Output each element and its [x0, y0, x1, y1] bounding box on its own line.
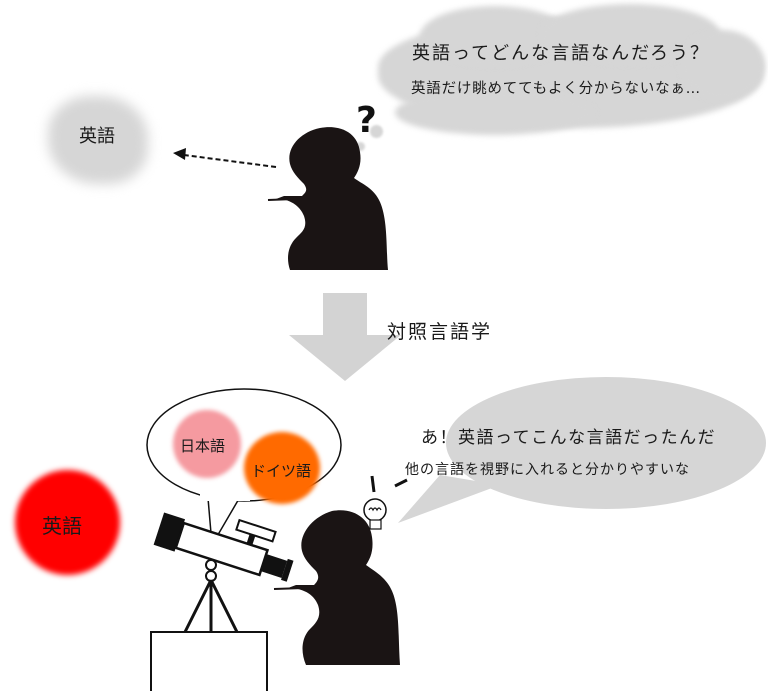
- dashed-arrow-icon: [173, 148, 277, 168]
- japanese-circle: [173, 410, 241, 478]
- speech-bubble: [398, 377, 766, 523]
- japanese-label: 日本語: [180, 437, 226, 455]
- speech-line-1: あ！英語ってこんな言語だったんだ: [421, 428, 717, 448]
- contrastive-linguistics-label: 対照言語学: [387, 321, 493, 343]
- thought-line-2: 英語だけ眺めててもよく分からないなぁ…: [411, 81, 701, 97]
- german-circle: [244, 432, 320, 504]
- lightbulb-icon: [363, 475, 408, 530]
- person-thinking-silhouette: [267, 127, 388, 270]
- german-label: ドイツ語: [251, 462, 312, 480]
- speech-line-2: 他の言語を視野に入れると分かりやすいな: [405, 462, 690, 478]
- thought-line-1: 英語ってどんな言語なんだろう？: [412, 43, 711, 64]
- down-arrow-icon: [289, 293, 401, 381]
- english-circle-label: 英語: [42, 514, 82, 538]
- person-observing-silhouette: [273, 510, 400, 665]
- question-mark-icon: ?: [356, 100, 377, 141]
- telescope-icon: [150, 512, 294, 691]
- english-circle: [15, 470, 120, 575]
- english-cloud-label: 英語: [79, 126, 115, 147]
